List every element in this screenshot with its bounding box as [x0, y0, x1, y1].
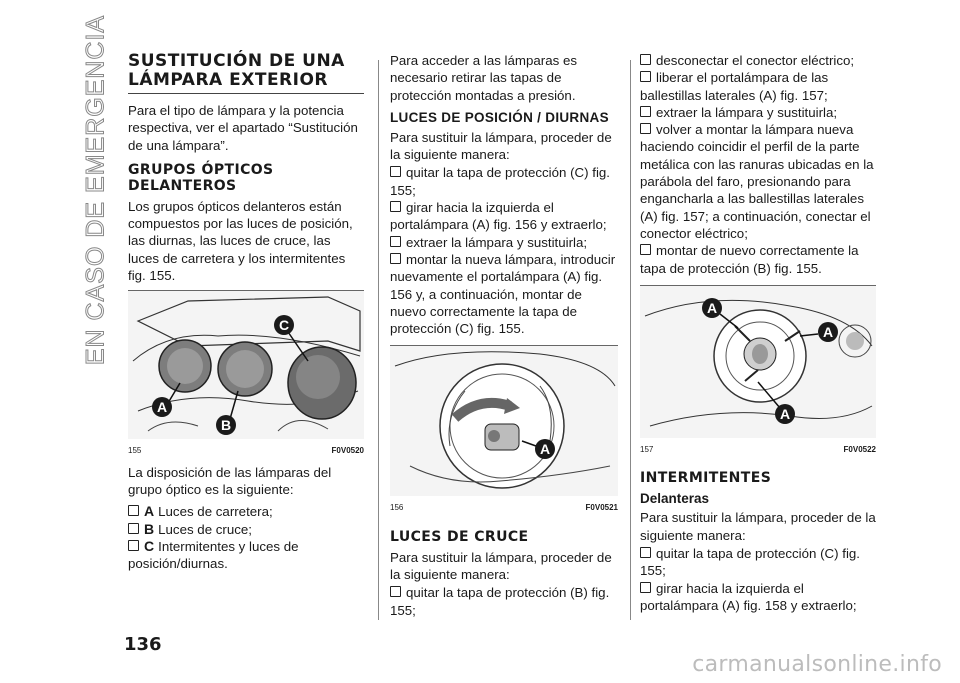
watermark: carmanualsonline.info — [692, 652, 942, 677]
svg-text:A: A — [780, 406, 790, 422]
paragraph: Para sustituir la lámpara, proceder de l… — [390, 129, 612, 163]
checkbox-bullet-icon — [390, 166, 401, 178]
figure-number: 157 — [640, 444, 654, 454]
checkbox-bullet-icon — [640, 105, 651, 117]
page-number: 136 — [124, 634, 162, 655]
figure-caption: 155 F0V0520 — [128, 442, 364, 459]
callout-a: A — [775, 403, 795, 424]
subsection-heading: INTERMITENTES — [640, 470, 772, 487]
checkbox-bullet-icon — [640, 123, 651, 135]
figure-155: A B C 155 F0V0520 — [128, 290, 364, 459]
list-item: girar hacia la izquierda el portalámpara… — [640, 580, 857, 613]
list-item: girar hacia la izquierda el portalámpara… — [390, 200, 607, 233]
callout-c: C — [274, 315, 294, 336]
paragraph: Los grupos ópticos delanteros están comp… — [128, 198, 353, 284]
checkbox-bullet-icon — [640, 244, 651, 256]
list-item: liberar el portalámpara de las ballestil… — [640, 70, 829, 103]
figure-157: A A A 157 F0V0522 — [640, 284, 876, 458]
svg-text:C: C — [279, 317, 289, 333]
paragraph: Para sustituir la lámpara, proceder de l… — [640, 510, 876, 543]
figure-code: F0V0522 — [843, 444, 876, 454]
paragraph: Para el tipo de lámpara y la potencia re… — [128, 103, 358, 153]
side-section-title: EN CASO DE EMERGENCIA — [74, 14, 118, 365]
subsection-heading: GRUPOS ÓPTICOS DELANTEROS — [128, 161, 274, 194]
paragraph: Para acceder a las lámparas es necesario… — [390, 53, 577, 103]
callout-b: B — [216, 415, 236, 436]
checkbox-bullet-icon — [640, 71, 651, 83]
subsection-heading: LUCES DE CRUCE — [390, 528, 529, 545]
figure-156: A 156 F0V0521 — [390, 345, 618, 516]
list-item: quitar la tapa de protección (C) fig. 15… — [640, 546, 860, 579]
checkbox-bullet-icon — [640, 54, 651, 65]
paragraph: La disposición de las lámparas del grupo… — [128, 464, 332, 497]
svg-text:A: A — [157, 399, 167, 415]
svg-text:A: A — [823, 324, 833, 340]
column-divider — [630, 60, 631, 620]
svg-text:A: A — [540, 441, 550, 457]
section-heading: SUSTITUCIÓN DE UNA LÁMPARA EXTERIOR — [128, 52, 364, 94]
list-item: extraer la lámpara y sustituirla; — [390, 234, 618, 251]
list-item: volver a montar la lámpara nueva haciend… — [640, 122, 874, 241]
list-item: quitar la tapa de protección (B) fig. 15… — [390, 585, 610, 618]
callout-a: A — [818, 321, 838, 342]
list-item: extraer la lámpara y sustituirla; — [640, 104, 876, 121]
headlight-illustration: A B C — [128, 291, 364, 440]
paragraph: Para sustituir la lámpara, proceder de l… — [390, 549, 612, 583]
callout-a: A — [152, 397, 172, 418]
checkbox-bullet-icon — [640, 581, 651, 593]
checkbox-bullet-icon — [390, 586, 401, 598]
subsection-heading: LUCES DE POSICIÓN / DIURNAS — [390, 109, 609, 125]
portalampara-illustration: A — [390, 346, 618, 497]
figure-number: 156 — [390, 503, 404, 513]
column-1: SUSTITUCIÓN DE UNA LÁMPARA EXTERIOR Para… — [128, 52, 364, 572]
column-divider — [378, 60, 379, 620]
svg-text:B: B — [221, 417, 231, 433]
figure-number: 155 — [128, 446, 142, 456]
figure-code: F0V0521 — [585, 503, 618, 513]
callout-a: A — [535, 439, 555, 460]
figure-code: F0V0520 — [331, 446, 364, 456]
list-item: desconectar el conector eléctrico; — [640, 52, 876, 69]
svg-text:A: A — [707, 300, 717, 316]
side-title-text: EN CASO DE EMERGENCIA — [81, 14, 110, 366]
column-2: Para acceder a las lámparas es necesario… — [390, 52, 618, 619]
callout-a: A — [702, 297, 722, 318]
checkbox-bullet-icon — [390, 252, 401, 264]
list-item: montar la nueva lámpara, introducir nuev… — [390, 251, 616, 337]
figure-caption: 157 F0V0522 — [640, 441, 876, 458]
checkbox-bullet-icon — [128, 539, 139, 551]
checkbox-bullet-icon — [640, 547, 651, 559]
figure-caption: 156 F0V0521 — [390, 499, 618, 516]
checkbox-bullet-icon — [128, 505, 139, 517]
column-3: desconectar el conector eléctrico; liber… — [640, 52, 876, 614]
sub-subheading: Delanteras — [640, 491, 710, 507]
list-item: quitar la tapa de protección (C) fig. 15… — [390, 165, 610, 198]
checkbox-bullet-icon — [128, 522, 139, 534]
list-item: montar de nuevo correctamente la tapa de… — [640, 243, 859, 276]
ballestillas-illustration: A A A — [640, 285, 876, 438]
checkbox-bullet-icon — [390, 235, 401, 247]
checkbox-bullet-icon — [390, 201, 401, 213]
